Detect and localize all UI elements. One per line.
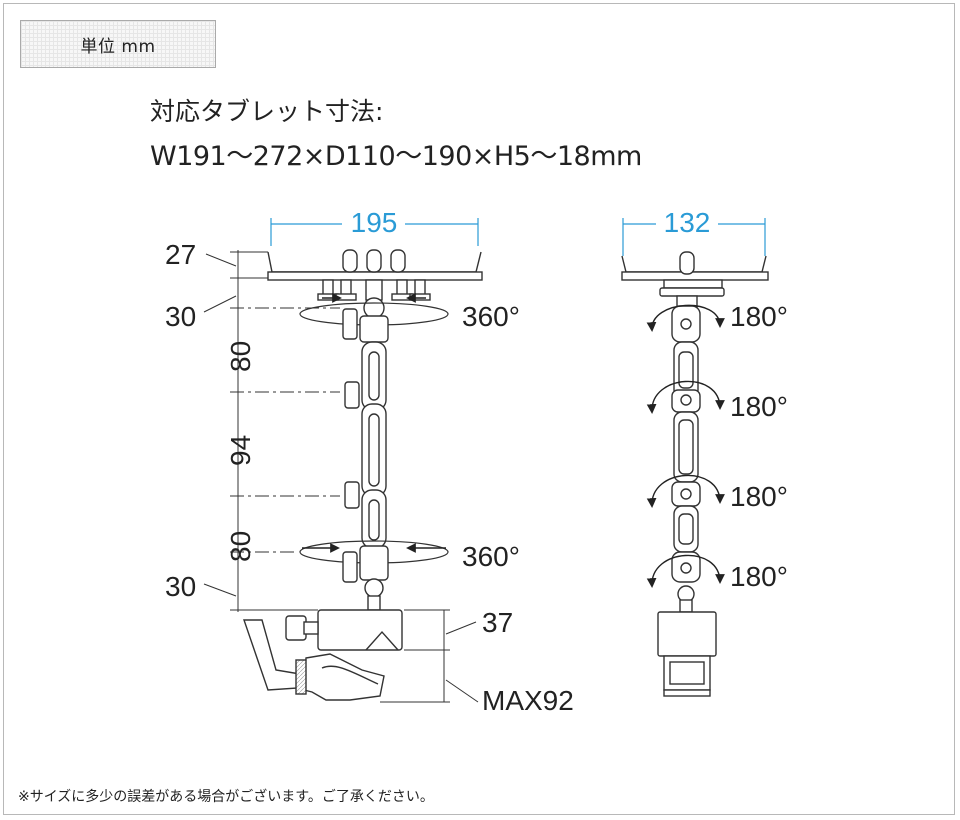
side-rotation-2-label: 180° (730, 391, 788, 422)
side-arm (671, 305, 701, 613)
dim-upper-swivel-label: 30 (165, 301, 196, 332)
front-width-label: 195 (351, 207, 398, 238)
dimension-diagram: 195 (165, 207, 788, 716)
front-width-dimension (270, 218, 479, 246)
lower-swivel-joint (299, 540, 449, 611)
footnote: ※サイズに多少の誤差がある場合がございます。ご了承ください。 (18, 789, 434, 805)
page-frame (3, 3, 955, 815)
front-view: 195 (165, 207, 574, 716)
side-rotation-arrows (646, 304, 725, 588)
side-view: 132 (621, 207, 788, 697)
upper-swivel-joint (299, 279, 449, 343)
unit-label: 単位 mm (80, 36, 156, 57)
rotation-top-label: 360° (462, 301, 520, 332)
spec-title: 対応タブレット寸法: (150, 97, 384, 126)
dim-arm-middle-label: 94 (225, 435, 256, 466)
side-width-label: 132 (664, 207, 711, 238)
dim-arm-lower-label: 80 (225, 531, 256, 562)
dim-arm-upper-label: 80 (225, 341, 256, 372)
rotation-bottom-label: 360° (462, 541, 520, 572)
front-rotation-arrows (302, 293, 446, 553)
front-vertical-dimensions (203, 250, 479, 703)
side-clamp (657, 611, 717, 697)
dim-lower-swivel-label: 30 (165, 571, 196, 602)
side-rotation-1-label: 180° (730, 301, 788, 332)
clamp (243, 609, 403, 701)
side-rotation-4-label: 180° (730, 561, 788, 592)
side-width-dimension (622, 218, 766, 256)
unit-box: 単位 mm (20, 20, 216, 68)
side-rotation-3-label: 180° (730, 481, 788, 512)
dim-top-label: 27 (165, 239, 196, 270)
dim-clamp-height-label: 37 (482, 607, 513, 638)
spec-range: W191〜272×D110〜190×H5〜18mm (150, 141, 642, 172)
arm-segments (344, 341, 387, 549)
dim-clamp-max-label: MAX92 (482, 685, 574, 716)
side-tray (621, 251, 769, 309)
